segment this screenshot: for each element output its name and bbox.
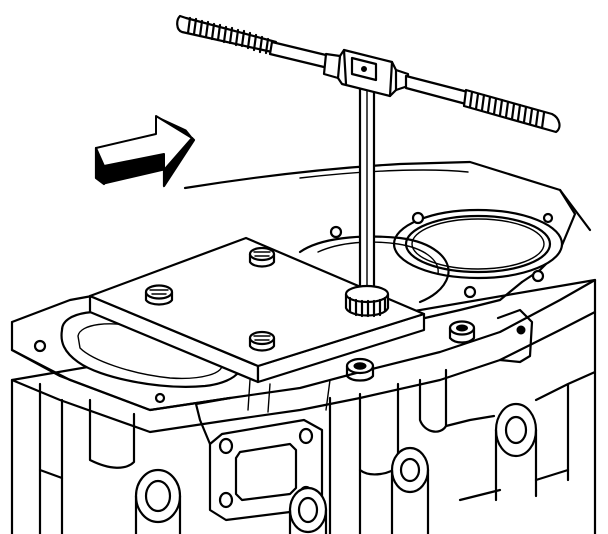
deck-bolt-boss (448, 320, 476, 344)
mount-boss-middle (288, 486, 328, 534)
plate-bolt (248, 246, 276, 268)
tap-collar (344, 284, 390, 318)
mount-boss-far-right (494, 402, 538, 502)
cylinder-block (10, 160, 597, 534)
mount-boss-left (134, 468, 182, 534)
plate-bolt (248, 330, 276, 352)
plate-bolt (144, 284, 174, 306)
tap-wrench (176, 14, 561, 318)
cylinder-bore-middle (298, 225, 477, 304)
cylinder-bore-right (392, 208, 564, 283)
fixture-plate (88, 236, 426, 384)
tap-wrench-chuck (322, 48, 410, 98)
deck-bolt-boss (345, 357, 375, 382)
right-arrow-icon (94, 115, 196, 188)
mount-boss-right (390, 446, 430, 534)
